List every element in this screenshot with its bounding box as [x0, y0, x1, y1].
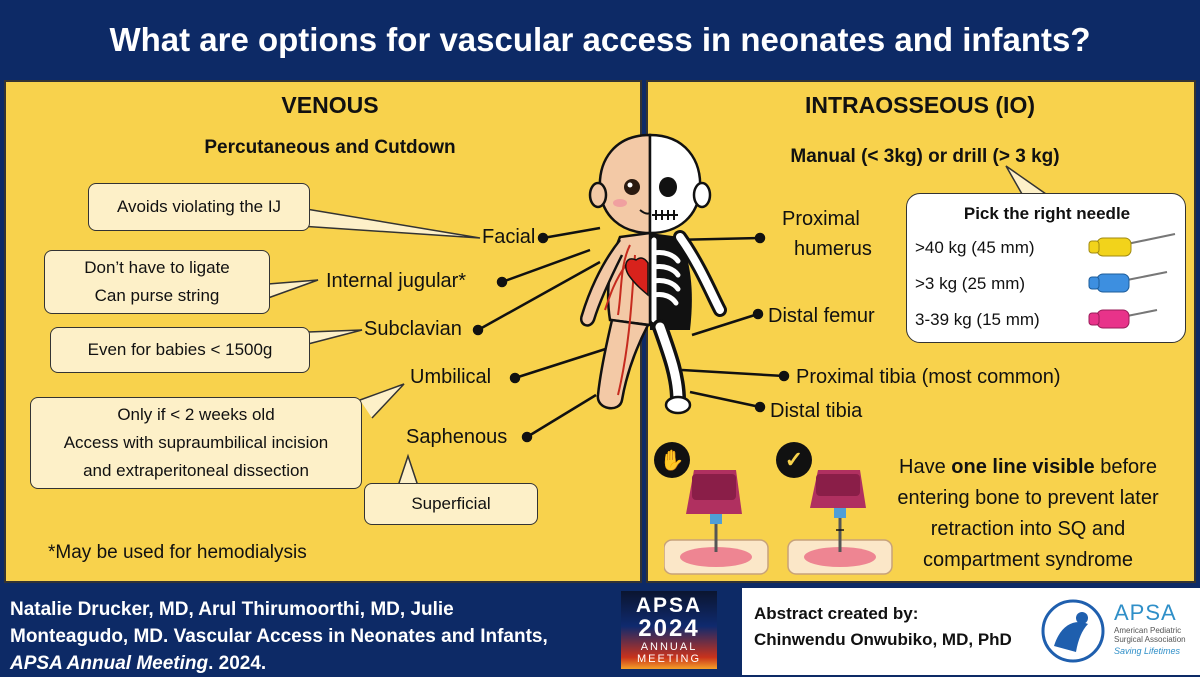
venous-footnote: *May be used for hemodialysis — [48, 542, 307, 563]
site-proximal-humerus-line2: humerus — [794, 238, 872, 260]
needle-row-medium: >3 kg (25 mm) — [915, 274, 1026, 293]
yellow-needle-icon — [1088, 233, 1176, 257]
callout-text: Don’t have to ligate — [84, 258, 230, 277]
citation-meeting: APSA Annual Meeting — [10, 653, 209, 674]
org-line2: Surgical Association — [1114, 635, 1186, 644]
io-tip-pre: Have — [899, 456, 952, 478]
apsa-emblem-icon — [1041, 599, 1105, 663]
callout-text: Superficial — [411, 494, 491, 513]
callout-text: Only if < 2 weeks old — [117, 405, 275, 424]
stop-hand-icon: ✋ — [654, 442, 690, 478]
needle-row-large: >40 kg (45 mm) — [915, 238, 1035, 257]
site-umbilical: Umbilical — [410, 366, 492, 388]
callout-text: and extraperitoneal dissection — [83, 461, 309, 480]
citation-line1: Natalie Drucker, MD, Arul Thirumoorthi, … — [10, 599, 454, 620]
site-subclavian: Subclavian — [364, 318, 462, 340]
io-subheading: Manual (< 3kg) or drill (> 3 kg) — [790, 146, 1060, 167]
blue-needle-icon — [1088, 271, 1168, 293]
needle-icons — [1088, 233, 1176, 329]
abstract-author: Chinwendu Onwubiko, MD, PhD — [754, 630, 1012, 649]
io-tip: Have one line visible before entering bo… — [880, 452, 1176, 576]
io-heading: INTRAOSSEOUS (IO) — [804, 92, 1035, 118]
needle-box-title: Pick the right needle — [963, 204, 1131, 223]
drill-wrong — [664, 470, 769, 575]
needle-box: Pick the right needle >40 kg (45 mm) >3 … — [906, 193, 1186, 343]
callout-saphenous: Superficial — [364, 483, 538, 525]
site-internal-jugular: Internal jugular* — [326, 270, 467, 292]
callout-text: Access with supraumbilical incision — [63, 433, 329, 452]
meeting-logo: APSA 2024 ANNUAL MEETING — [621, 591, 717, 669]
meeting-logo-line2: 2024 — [638, 615, 700, 642]
io-tip-bold: one line visible — [951, 456, 1095, 478]
citation-year: . 2024. — [208, 653, 267, 674]
site-facial: Facial — [482, 226, 536, 248]
callout-text: Can purse string — [94, 286, 220, 305]
org-tagline: Saving Lifetimes — [1114, 646, 1181, 656]
site-distal-tibia: Distal tibia — [770, 400, 863, 422]
venous-subheading: Percutaneous and Cutdown — [204, 137, 456, 158]
citation-line2: Monteagudo, MD. Vascular Access in Neona… — [10, 626, 548, 647]
site-saphenous: Saphenous — [406, 426, 508, 448]
abstract-label: Abstract created by: — [754, 604, 919, 623]
meeting-logo-line3: ANNUAL — [640, 641, 698, 653]
drill-right — [787, 470, 893, 575]
callout-subclavian: Even for babies < 1500g — [50, 327, 310, 373]
page-title: What are options for vascular access in … — [109, 21, 1091, 58]
meeting-logo-line4: MEETING — [636, 653, 702, 665]
site-distal-femur: Distal femur — [768, 305, 875, 327]
needle-row-small: 3-39 kg (15 mm) — [915, 310, 1040, 329]
pink-needle-icon — [1088, 309, 1158, 329]
io-tip-post: before entering bone to prevent later re… — [897, 456, 1159, 571]
abstract-credit-panel: Abstract created by: Chinwendu Onwubiko,… — [742, 588, 1200, 675]
drill-illustrations — [664, 470, 893, 575]
site-proximal-humerus-line1: Proximal — [782, 208, 860, 230]
venous-heading: VENOUS — [281, 92, 379, 118]
site-proximal-tibia: Proximal tibia (most common) — [796, 366, 1061, 388]
checkmark-icon: ✓ — [776, 442, 812, 478]
callout-internal-jugular: Don’t have to ligate Can purse string — [44, 250, 270, 314]
org-line1: American Pediatric — [1114, 626, 1182, 635]
citation: Natalie Drucker, MD, Arul Thirumoorthi, … — [10, 596, 610, 677]
baby-illustration — [579, 133, 727, 415]
callout-facial: Avoids violating the IJ — [88, 183, 310, 231]
callout-umbilical: Only if < 2 weeks old Access with suprau… — [30, 397, 362, 489]
callout-text: Avoids violating the IJ — [116, 197, 282, 216]
meeting-logo-line1: APSA — [635, 594, 703, 617]
callout-text: Even for babies < 1500g — [87, 340, 273, 359]
org-name: APSA — [1114, 600, 1177, 625]
